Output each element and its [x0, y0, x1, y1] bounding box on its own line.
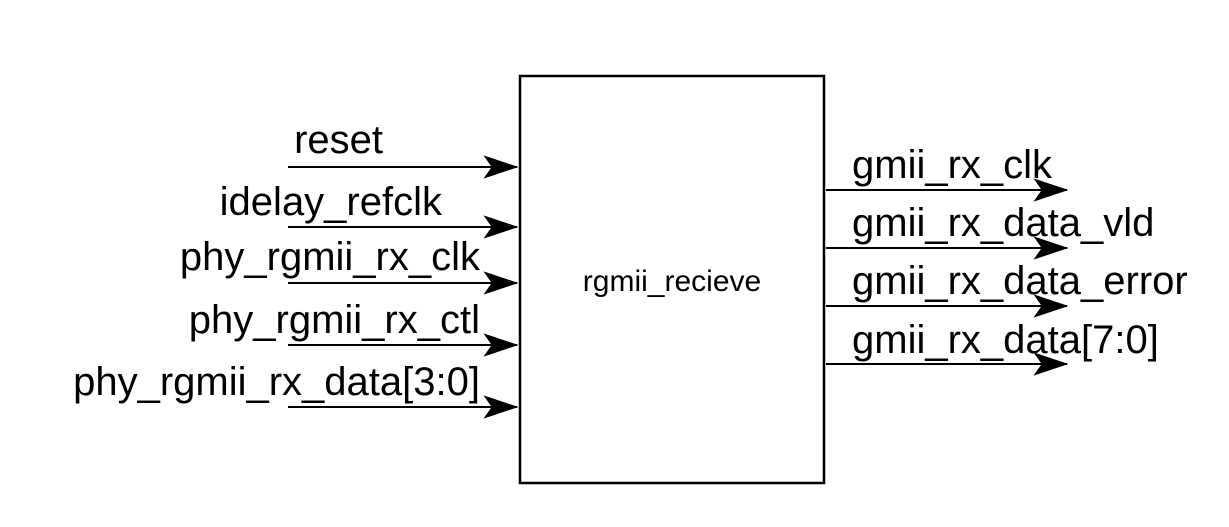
- output-label-gmii-rx-data-error: gmii_rx_data_error: [852, 259, 1188, 303]
- output-label-gmii-rx-data: gmii_rx_data[7:0]: [852, 318, 1159, 362]
- input-label-reset: reset: [294, 118, 383, 162]
- input-label-phy-rgmii-rx-clk: phy_rgmii_rx_clk: [179, 235, 480, 279]
- output-label-gmii-rx-data-vld: gmii_rx_data_vld: [852, 201, 1155, 245]
- output-label-gmii-rx-clk: gmii_rx_clk: [852, 143, 1053, 187]
- module-block: [518, 74, 826, 485]
- input-label-phy-rgmii-rx-data: phy_rgmii_rx_data[3:0]: [73, 360, 480, 404]
- input-label-idelay-refclk: idelay_refclk: [219, 180, 442, 224]
- module-title: rgmii_recieve: [582, 265, 762, 298]
- input-label-phy-rgmii-rx-ctl: phy_rgmii_rx_ctl: [188, 298, 480, 342]
